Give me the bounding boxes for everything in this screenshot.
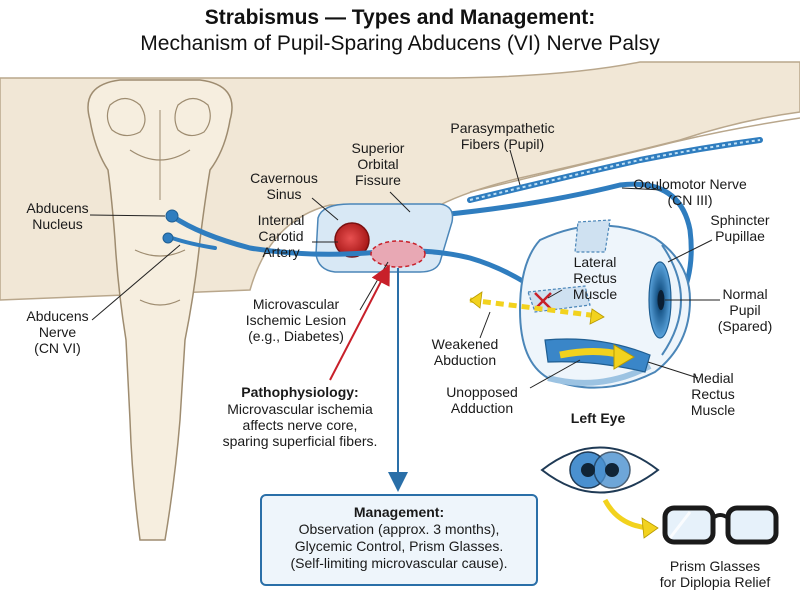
label-normal-pupil: Normal Pupil (Spared) <box>717 286 773 334</box>
medial-rectus-muscle <box>544 338 651 373</box>
pathophysiology-heading: Pathophysiology: <box>241 384 359 400</box>
label-parasympathetic-fibers: Parasympathetic Fibers (Pupil) <box>450 120 555 152</box>
oculomotor-nerve-path <box>437 181 694 303</box>
label-abducens-nerve: Abducens Nerve (CN VI) <box>26 308 89 356</box>
internal-carotid-artery <box>334 222 370 258</box>
ischemic-lesion <box>370 240 426 268</box>
title-line-1: Strabismus — Types and Management: <box>204 6 596 29</box>
management-box: Management: Observation (approx. 3 month… <box>260 494 538 586</box>
label-pointers <box>89 149 720 389</box>
label-internal-carotid: Internal Carotid Artery <box>257 212 305 260</box>
lateral-rectus-muscle <box>527 285 591 313</box>
label-microvascular-lesion: Microvascular Ischemic Lesion (e.g., Dia… <box>245 296 347 344</box>
label-unopposed-adduction: Unopposed Adduction <box>446 384 518 416</box>
abducens-nucleus <box>165 209 179 223</box>
label-prism-glasses: Prism Glasses for Diplopia Relief <box>659 558 771 590</box>
label-superior-orbital-fissure: Superior Orbital Fissure <box>351 140 405 188</box>
label-abducens-nucleus: Abducens Nucleus <box>26 200 89 232</box>
weakened-abduction-arrow <box>469 291 605 325</box>
management-heading: Management: <box>353 504 445 520</box>
prism-glasses-icon <box>662 505 779 545</box>
label-weakened-abduction: Weakened Abduction <box>431 336 499 368</box>
diplopia-eye-icon <box>540 446 660 494</box>
pupil <box>657 290 665 310</box>
diplopia-to-glasses-arrow <box>602 498 659 539</box>
bone-ridge <box>469 117 800 193</box>
label-oculomotor-nerve: Oculomotor Nerve (CN III) <box>633 176 747 208</box>
label-sphincter-pupillae: Sphincter Pupillae <box>710 212 770 244</box>
unopposed-adduction-arrow <box>559 344 635 370</box>
management-body: Observation (approx. 3 months), Glycemic… <box>290 521 508 571</box>
label-medial-rectus: Medial Rectus Muscle <box>690 370 736 418</box>
pathophysiology-arrow <box>329 264 390 381</box>
title-line-2: Mechanism of Pupil-Sparing Abducens (VI)… <box>140 32 660 55</box>
pathophysiology-body: Microvascular ischemia affects nerve cor… <box>222 401 378 449</box>
brainstem <box>87 79 233 541</box>
label-left-eye: Left Eye <box>570 410 626 426</box>
label-lateral-rectus: Lateral Rectus Muscle <box>572 254 618 302</box>
label-cavernous-sinus: Cavernous Sinus <box>250 170 318 202</box>
